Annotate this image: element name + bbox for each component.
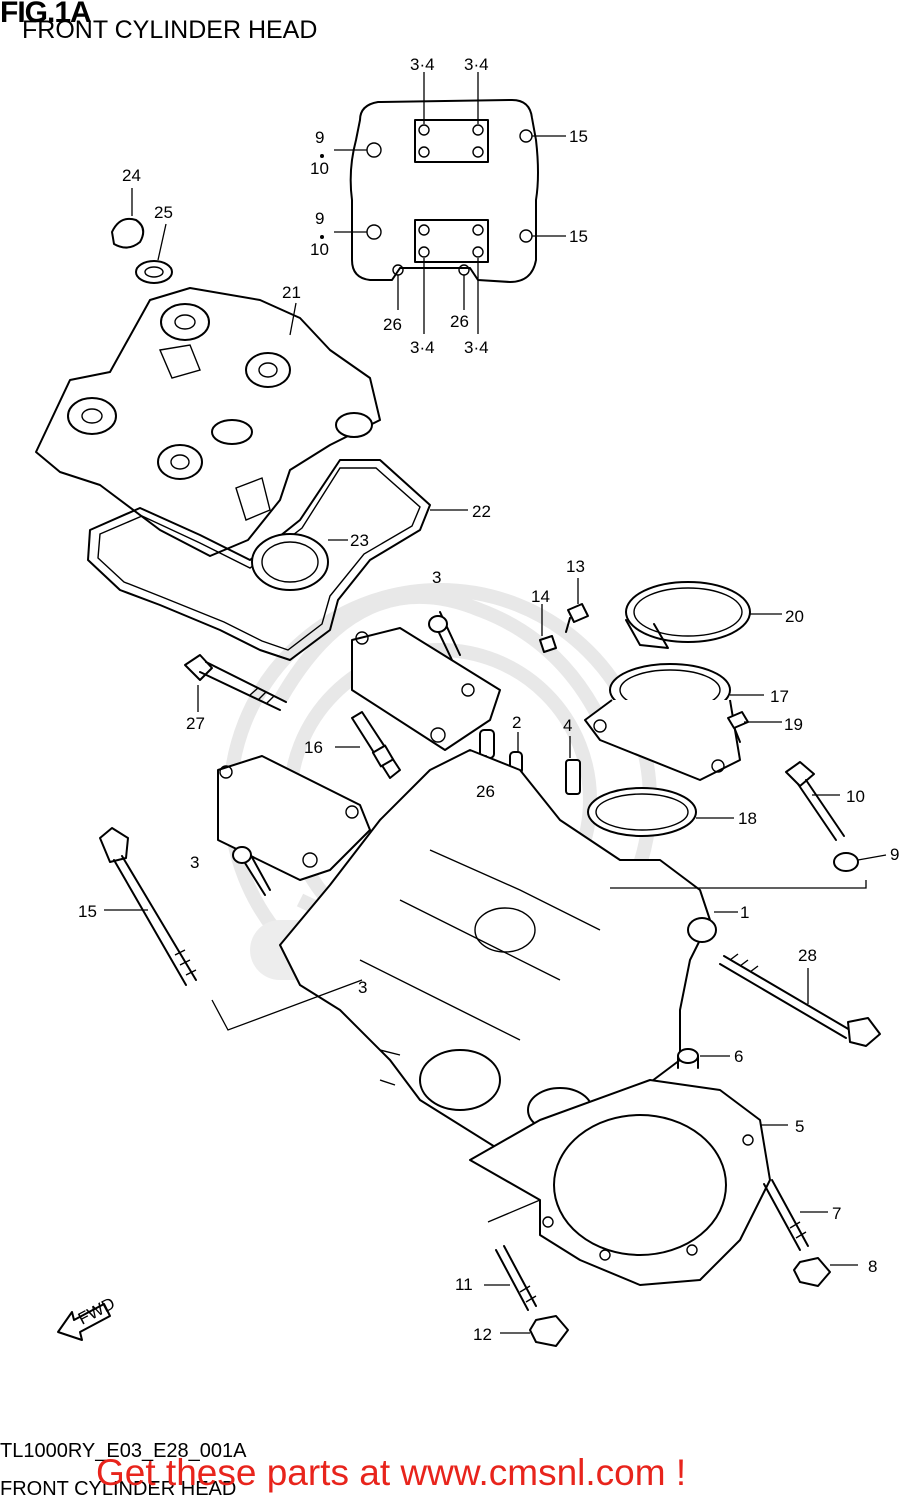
callout-9-lower: 9: [315, 209, 324, 228]
callout-26-inset-right: 26: [450, 312, 469, 331]
cover-gasket: [87, 459, 468, 661]
diagram-title: FRONT CYLINDER HEAD: [22, 16, 318, 44]
callout-2: 2: [512, 713, 521, 732]
callout-3-4-bottom-right: 3·4: [464, 338, 489, 357]
diagram-code: TL1000RY_E03_E28_001A: [0, 1440, 247, 1462]
callout-18: 18: [738, 809, 757, 828]
dowel-6: [677, 1048, 730, 1069]
stud-11-nut-12: [484, 1199, 569, 1347]
callout-15-upper: 15: [569, 127, 588, 146]
callout-28: 28: [798, 946, 817, 965]
callout-23: 23: [350, 531, 369, 550]
part-callouts: 1 2 3 3 3 4 5 6 7 8 9 10 11 12 13 14 15 …: [78, 166, 899, 1344]
callout-10: 10: [846, 787, 865, 806]
callout-3-middle: 3: [358, 978, 367, 997]
callout-26-inset-left: 26: [383, 315, 402, 334]
stud-bolt-28: [719, 953, 881, 1047]
callout-7: 7: [832, 1204, 841, 1223]
cam-holder-lower: [217, 755, 371, 896]
long-bolt-27: [184, 654, 287, 712]
callout-15: 15: [78, 902, 97, 921]
callout-3-4-top-left: 3·4: [410, 55, 435, 74]
plug-and-washer: [539, 578, 589, 653]
callout-27: 27: [186, 714, 205, 733]
promo-link[interactable]: Get these parts at www.cmsnl.com !: [96, 1452, 687, 1493]
cylinder-head-cover: [35, 287, 381, 557]
stud-7-nut-8: [763, 1179, 858, 1287]
callout-19: 19: [784, 715, 803, 734]
callout-3-top: 3: [432, 568, 441, 587]
footer-diagram-name: FRONT CYLINDER HEAD: [0, 1478, 237, 1500]
callout-22: 22: [472, 502, 491, 521]
inset-bolt-pattern: [334, 72, 566, 334]
callout-1: 1: [740, 903, 749, 922]
spark-plug: [335, 711, 401, 779]
callout-8: 8: [868, 1257, 877, 1276]
inset-callouts: 3·4 3·4 3·4 3·4 9 10 9 10 15 15 26 26: [310, 55, 588, 357]
callout-12: 12: [473, 1325, 492, 1344]
callout-3-left: 3: [190, 853, 199, 872]
intake-pipe: [584, 663, 782, 781]
bolt-10-washer-9: [785, 761, 887, 872]
spark-plug-seal: [251, 533, 348, 591]
callout-26: 26: [476, 782, 495, 801]
intake-clamp: [625, 581, 782, 649]
cap-and-grommet: [111, 188, 173, 284]
callout-15-lower: 15: [569, 227, 588, 246]
callout-11: 11: [455, 1275, 473, 1294]
callout-5: 5: [795, 1117, 804, 1136]
callout-20: 20: [785, 607, 804, 626]
callout-9-upper: 9: [315, 128, 324, 147]
callout-3-4-bottom-left: 3·4: [410, 338, 435, 357]
callout-17: 17: [770, 687, 789, 706]
callout-21: 21: [282, 283, 301, 302]
callout-13: 13: [566, 557, 585, 576]
cam-holder-upper: [351, 611, 501, 751]
callout-6: 6: [734, 1047, 743, 1066]
callout-24: 24: [122, 166, 141, 185]
callout-14: 14: [531, 587, 550, 606]
callout-4: 4: [563, 716, 572, 735]
long-bolt-15: [99, 827, 197, 986]
figure-number: FIG.1A: [0, 0, 92, 29]
cylinder-head: [211, 749, 867, 1161]
callout-10-upper: 10: [310, 159, 329, 178]
callout-3-4-top-right: 3·4: [464, 55, 489, 74]
callout-9: 9: [890, 845, 899, 864]
callout-10-lower: 10: [310, 240, 329, 259]
callout-16: 16: [304, 738, 323, 757]
forward-arrow: FWD: [57, 1294, 118, 1341]
callout-25: 25: [154, 203, 173, 222]
intake-oring: [587, 787, 734, 837]
head-gasket: [469, 1079, 788, 1286]
